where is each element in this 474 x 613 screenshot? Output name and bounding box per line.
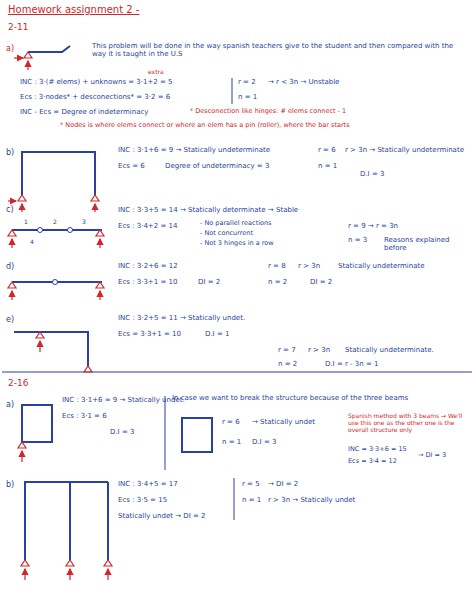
note-text: Ecs : 3·1 = 6 bbox=[62, 412, 107, 420]
note-text: r > 3n → Statically undeterminate bbox=[345, 146, 470, 154]
note-text: Spanish method with 3 beams → We'll use … bbox=[348, 412, 470, 434]
note-text: INC : 3·4+5 = 17 bbox=[118, 480, 178, 488]
note-text: n = 1 bbox=[318, 162, 337, 170]
note-text: Ecs = 3·4 = 12 bbox=[348, 458, 397, 466]
note-text: Ecs : 3·nodes* + desconections* = 3·2 = … bbox=[20, 93, 170, 101]
note-text: D.I = 1 bbox=[205, 330, 229, 338]
note-text: b) bbox=[6, 480, 14, 490]
note-text: c) bbox=[6, 205, 14, 215]
note-text: DI = 2 bbox=[198, 278, 220, 286]
note-text: r > 3n bbox=[298, 262, 320, 270]
note-text: r = 5 bbox=[242, 480, 260, 488]
note-text: INC : 3·1+6 = 9 → Statically undet. bbox=[62, 396, 185, 404]
note-text: r = 6 bbox=[222, 418, 240, 426]
note-text: INC : 3·2+6 = 12 bbox=[118, 262, 178, 270]
note-text: Statically undeterminate bbox=[338, 262, 425, 270]
note-text: r = 2 bbox=[238, 78, 256, 86]
note-text: 4 bbox=[30, 238, 34, 245]
note-text: D.I = 3 bbox=[360, 170, 384, 178]
note-text: Ecs : 3·3+1 = 10 bbox=[118, 278, 177, 286]
note-text: D.I = 3 bbox=[252, 438, 276, 446]
note-text: d) bbox=[6, 262, 14, 272]
page-title: Homework assignment 2 - bbox=[8, 4, 139, 15]
note-text: 3 bbox=[82, 218, 86, 225]
note-text: r = 7 bbox=[278, 346, 296, 354]
note-text: r = 6 bbox=[318, 146, 336, 154]
note-text: r > 3n → Statically undet bbox=[268, 496, 355, 504]
note-text: 2 bbox=[53, 218, 57, 225]
note-text: DI = 2 bbox=[310, 278, 332, 286]
note-text: INC : 3·2+5 = 11 → Statically undet. bbox=[118, 314, 245, 322]
note-text: INC : 3·1+6 = 9 → Statically undetermina… bbox=[118, 146, 270, 154]
note-text: extra bbox=[148, 68, 164, 75]
note-text: Ecs = 3·3+1 = 10 bbox=[118, 330, 181, 338]
note-text: This problem will be done in the way spa… bbox=[92, 42, 464, 59]
note-text: → r < 3n → Unstable bbox=[268, 78, 339, 86]
note-text: - Not 3 hinges in a row bbox=[200, 240, 274, 248]
note-text: n = 2 bbox=[278, 360, 297, 368]
note-text: n = 1 bbox=[238, 93, 257, 101]
note-text: → DI = 2 bbox=[268, 480, 298, 488]
note-text: r = 9 → r = 3n bbox=[348, 222, 398, 230]
note-text: D.I = r - 3n = 1 bbox=[325, 360, 379, 368]
note-text: n = 2 bbox=[268, 278, 287, 286]
note-text: a) bbox=[6, 400, 14, 410]
note-text: - No parallel reactions bbox=[200, 220, 272, 228]
note-text: Reasons explained before bbox=[384, 236, 470, 253]
note-text: → Statically undet bbox=[252, 418, 315, 426]
note-text: Ecs = 6 bbox=[118, 162, 145, 170]
note-text: 2-11 bbox=[8, 22, 28, 33]
note-text: r > 3n bbox=[308, 346, 330, 354]
note-text: * Nodes is where elems connect or where … bbox=[60, 122, 460, 130]
note-text: n = 3 bbox=[348, 236, 367, 244]
note-text: n = 1 bbox=[242, 496, 261, 504]
note-text: a) bbox=[6, 44, 14, 54]
note-text: n = 1 bbox=[222, 438, 241, 446]
note-text: INC : 3·(# elems) + unknowns = 3·1+2 = 5 bbox=[20, 78, 173, 86]
note-text: e) bbox=[6, 315, 14, 325]
note-text: b) bbox=[6, 148, 14, 158]
note-text: Degree of undeterminacy = 3 bbox=[165, 162, 269, 170]
note-text: * Desconection like hinges: # elems conn… bbox=[190, 108, 346, 116]
note-text: - Not concurrent bbox=[200, 230, 253, 238]
note-text: D.I = 3 bbox=[110, 428, 134, 436]
note-text: INC - Ecs = Degree of indeterminacy bbox=[20, 108, 149, 116]
note-text: INC : 3·3+5 = 14 → Statically determinat… bbox=[118, 206, 298, 214]
note-text: Statically undeterminate. bbox=[345, 346, 434, 354]
note-text: 2-16 bbox=[8, 378, 28, 389]
note-text: 1 bbox=[24, 218, 28, 225]
note-text: Ecs : 3·5 = 15 bbox=[118, 496, 167, 504]
note-text: → DI = 3 bbox=[418, 452, 446, 460]
note-text: r = 8 bbox=[268, 262, 286, 270]
note-text: INC = 3·3+6 = 15 bbox=[348, 446, 407, 454]
note-text: Statically undet → DI = 2 bbox=[118, 512, 205, 520]
note-text: Ecs : 3·4+2 = 14 bbox=[118, 222, 177, 230]
note-text: In case we want to break the structure b… bbox=[172, 394, 468, 402]
